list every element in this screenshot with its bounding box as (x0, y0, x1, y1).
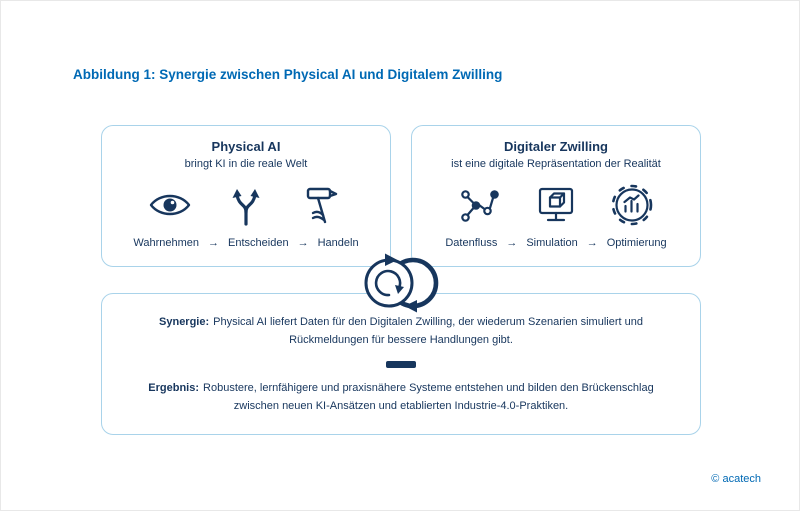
synergy-paragraph: Synergie:Physical AI liefert Daten für d… (131, 313, 671, 349)
synergy-result-box: Synergie:Physical AI liefert Daten für d… (101, 293, 701, 435)
arrow-right-icon: → (297, 237, 309, 249)
simulation-monitor-icon (533, 182, 579, 228)
digital-twin-content: Digitaler Zwilling ist eine digitale Rep… (412, 126, 700, 249)
step-label: Wahrnehmen (133, 237, 200, 249)
step-label: Simulation (526, 237, 578, 249)
arrow-right-icon: → (586, 237, 598, 249)
physical-ai-title: Physical AI (211, 139, 281, 154)
step-label: Optimierung (606, 237, 667, 249)
step-label: Entscheiden (228, 237, 289, 249)
divider-dash (386, 360, 416, 368)
dataflow-icon (457, 182, 503, 228)
optimization-gear-icon (609, 182, 655, 228)
eye-icon (147, 182, 193, 228)
digital-twin-steps: Datenfluss → Simulation → Optimierung (445, 237, 666, 249)
figure-title: Abbildung 1: Synergie zwischen Physical … (73, 67, 503, 82)
result-text: Robustere, lernfähigere und praxisnähere… (203, 381, 654, 412)
physical-ai-subtitle: bringt KI in die reale Welt (184, 158, 308, 170)
physical-ai-steps: Wahrnehmen → Entscheiden → Handeln (133, 237, 358, 249)
copyright-credit: © acatech (711, 473, 761, 485)
result-label: Ergebnis: (148, 381, 200, 394)
decision-arrows-icon (223, 182, 269, 228)
digital-twin-icons (457, 182, 655, 228)
synergy-text: Physical AI liefert Daten für den Digita… (213, 316, 643, 347)
step-label: Handeln (317, 237, 359, 249)
synergy-cycle-icon (355, 251, 447, 315)
arrow-right-icon: → (208, 237, 220, 249)
physical-ai-box: Physical AI bringt KI in die reale Welt (101, 125, 391, 267)
synergy-label: Synergie: (159, 316, 210, 329)
result-paragraph: Ergebnis:Robustere, lernfähigere und pra… (131, 379, 671, 415)
digital-twin-title: Digitaler Zwilling (503, 139, 608, 154)
physical-ai-icons (147, 182, 345, 228)
digital-twin-box: Digitaler Zwilling ist eine digitale Rep… (411, 125, 701, 267)
arrow-right-icon: → (506, 237, 518, 249)
step-label: Datenfluss (445, 237, 498, 249)
physical-ai-content: Physical AI bringt KI in die reale Welt (102, 126, 390, 249)
hammer-icon (299, 182, 345, 228)
digital-twin-subtitle: ist eine digitale Repräsentation der Rea… (451, 158, 661, 170)
